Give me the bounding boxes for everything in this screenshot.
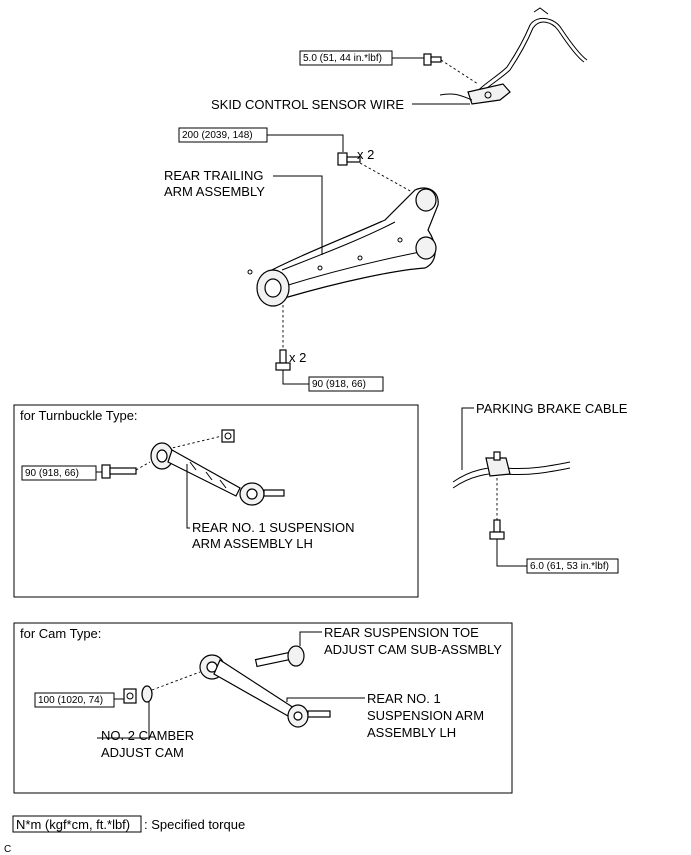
cam-arm-label-line3: ASSEMBLY LH <box>367 725 456 740</box>
turnbuckle-torque-box <box>21 465 97 481</box>
parking-torque-box <box>526 558 619 574</box>
cam-arm-label-line1: REAR NO. 1 <box>367 691 441 706</box>
figure-code: C <box>4 844 11 855</box>
skid-torque-label: 5.0 (51, 44 in.*lbf) <box>303 53 382 64</box>
parking-bolt <box>489 519 505 540</box>
turnbuckle-bolt <box>101 464 137 479</box>
lower-bolt-qty: x 2 <box>289 350 306 365</box>
cam-title: for Cam Type: <box>20 626 101 641</box>
parking-cable-label: PARKING BRAKE CABLE <box>476 401 628 416</box>
lower-bolt <box>275 349 291 371</box>
upper-bolt-qty: x 2 <box>357 147 374 162</box>
cam-nut <box>123 688 137 704</box>
turnbuckle-arm-drawing <box>150 442 285 506</box>
cam-torque-box <box>34 692 115 708</box>
skid-wire-label: SKID CONTROL SENSOR WIRE <box>211 97 404 112</box>
lower-bolt-torque-label: 90 (918, 66) <box>312 379 366 390</box>
legend-box-label: N*m (kgf*cm, ft.*lbf) <box>16 817 130 832</box>
turnbuckle-title: for Turnbuckle Type: <box>20 408 138 423</box>
trailing-arm-label-line2: ARM ASSEMBLY <box>164 184 265 199</box>
legend-box <box>12 815 142 833</box>
upper-bolt <box>337 152 361 166</box>
trailing-arm-label-line1: REAR TRAILING <box>164 168 263 183</box>
skid-bolt <box>423 53 442 66</box>
parking-brake-cable-drawing <box>452 451 571 489</box>
turnbuckle-arm-label-line2: ARM ASSEMBLY LH <box>192 536 313 551</box>
turnbuckle-nut <box>221 429 235 443</box>
cam-torque-label: 100 (1020, 74) <box>38 695 103 706</box>
parking-torque-label: 6.0 (61, 53 in.*lbf) <box>530 561 609 572</box>
legend-text: : Specified torque <box>144 817 245 832</box>
camber-cam <box>141 685 153 703</box>
turnbuckle-panel <box>13 404 419 598</box>
cam-arm-drawing <box>199 654 331 728</box>
skid-sensor-wire-drawing <box>439 7 588 105</box>
cam-panel <box>13 622 513 794</box>
toe-cam-bolt <box>254 645 305 668</box>
camber-cam-label-line1: NO. 2 CAMBER <box>101 728 194 743</box>
cam-arm-label-line2: SUSPENSION ARM <box>367 708 484 723</box>
turnbuckle-arm-label-line1: REAR NO. 1 SUSPENSION <box>192 520 355 535</box>
camber-cam-label-line2: ADJUST CAM <box>101 745 184 760</box>
toe-cam-label-line2: ADJUST CAM SUB-ASSMBLY <box>324 642 502 657</box>
rear-trailing-arm-drawing <box>247 187 439 307</box>
upper-bolt-torque-label: 200 (2039, 148) <box>182 130 253 141</box>
toe-cam-label-line1: REAR SUSPENSION TOE <box>324 625 479 640</box>
turnbuckle-torque-label: 90 (918, 66) <box>25 468 79 479</box>
